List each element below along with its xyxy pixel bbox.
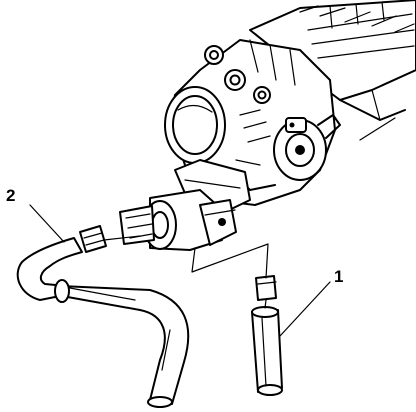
- throttle-body: [164, 39, 341, 213]
- vacuum-fitting: [119, 189, 237, 251]
- callout-1-label: 1: [334, 267, 343, 286]
- callout-1-leader: [279, 281, 331, 337]
- vacuum-hose-2: [16, 237, 190, 408]
- hose-connector-clip: [79, 225, 107, 253]
- callout-2-label: 2: [6, 186, 15, 205]
- vacuum-hose-1: [251, 275, 283, 396]
- callout-2-leader: [29, 204, 65, 243]
- assembly-lines: [29, 204, 331, 337]
